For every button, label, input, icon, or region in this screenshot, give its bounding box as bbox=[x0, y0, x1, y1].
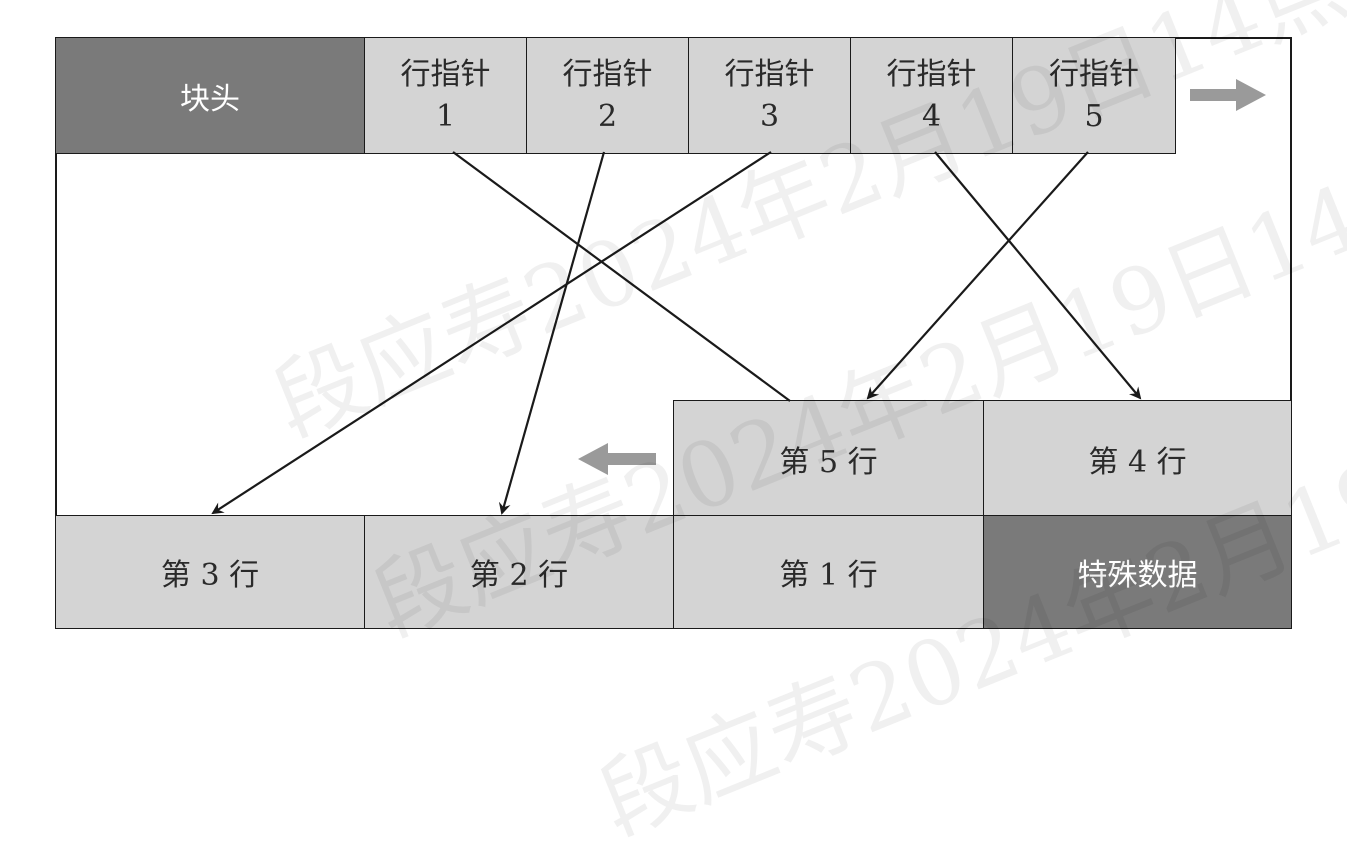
row-1-cell: 第 1 行 bbox=[673, 515, 984, 629]
row-pointer-2: 行指针 2 bbox=[526, 37, 689, 154]
row-pointer-label: 行指针 bbox=[562, 56, 653, 92]
pointer-4-arrow bbox=[934, 151, 1142, 400]
row-pointer-label: 行指针 bbox=[886, 56, 977, 92]
row-5-label: 第 5 行 bbox=[779, 444, 878, 480]
row-2-label: 第 2 行 bbox=[469, 558, 569, 593]
pointer-arrows-layer bbox=[211, 79, 1266, 515]
row-3-cell: 第 3 行 bbox=[55, 515, 365, 629]
row-pointer-5: 行指针 5 bbox=[1012, 37, 1176, 154]
row-pointer-label: 行指针 bbox=[400, 56, 491, 92]
row-pointer-number: 3 bbox=[759, 98, 780, 134]
pointer-5-arrow bbox=[866, 151, 1089, 400]
row-pointer-number: 2 bbox=[597, 98, 618, 134]
pointer-3-arrow bbox=[211, 151, 772, 515]
arrow-left-icon bbox=[578, 443, 656, 475]
pointer-2-arrow bbox=[498, 151, 606, 515]
row-pointer-3: 行指针 3 bbox=[688, 37, 851, 154]
row-pointer-number: 1 bbox=[435, 98, 456, 134]
row-1-label: 第 1 行 bbox=[779, 558, 878, 593]
block-header-label: 块头 bbox=[180, 81, 240, 117]
row-2-cell: 第 2 行 bbox=[364, 515, 674, 629]
row-pointer-label: 行指针 bbox=[1049, 56, 1139, 92]
block-header-cell: 块头 bbox=[55, 37, 365, 154]
row-pointer-number: 5 bbox=[1084, 98, 1104, 134]
special-data-label: 特殊数据 bbox=[1077, 558, 1198, 593]
row-4-cell: 第 4 行 bbox=[983, 400, 1292, 517]
arrow-right-icon bbox=[1190, 79, 1266, 111]
pointer-1-line bbox=[452, 151, 791, 402]
row-pointer-number: 4 bbox=[921, 98, 942, 134]
row-3-label: 第 3 行 bbox=[160, 558, 260, 593]
row-4-label: 第 4 行 bbox=[1088, 444, 1187, 480]
row-pointer-4: 行指针 4 bbox=[850, 37, 1013, 154]
row-pointer-1: 行指针 1 bbox=[364, 37, 527, 154]
row-pointer-label: 行指针 bbox=[724, 56, 815, 92]
block-structure-diagram: 块头 行指针 1 行指针 2 行指针 3 行指针 4 行指针 5 第 5 行 第… bbox=[55, 0, 1347, 856]
special-data-cell: 特殊数据 bbox=[983, 515, 1292, 629]
